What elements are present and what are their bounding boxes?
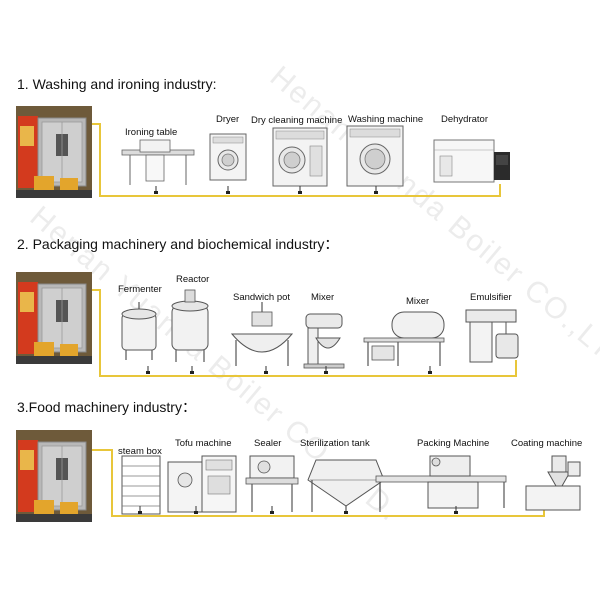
label-coating-machine: Coating machine	[511, 438, 583, 449]
label-emulsifier: Emulsifier	[470, 292, 512, 303]
ironing-table-drawing	[121, 139, 195, 185]
label-mixer-2: Mixer	[406, 296, 430, 307]
label-mixer-1: Mixer	[311, 292, 335, 303]
label-sealer: Sealer	[254, 438, 282, 449]
label-dehydrator: Dehydrator	[441, 114, 488, 125]
label-steam-box: steam box	[118, 446, 162, 457]
section-title-food: 3.Food machinery industry：	[17, 399, 196, 415]
label-washing-machine: Washing machine	[348, 114, 424, 125]
label-fermenter: Fermenter	[118, 284, 162, 295]
section-title-washing: 1. Washing and ironing industry:	[17, 76, 217, 92]
label-sandwich-pot: Sandwich pot	[233, 292, 291, 303]
label-dryer: Dryer	[216, 114, 240, 125]
label-ironing-table: Ironing table	[125, 127, 178, 138]
label-reactor: Reactor	[176, 274, 210, 285]
label-dry-cleaning-machine: Dry cleaning machine	[251, 115, 343, 126]
label-sterilization-tank: Sterilization tank	[300, 438, 370, 449]
section-title-packaging: 2. Packaging machinery and biochemical i…	[17, 236, 339, 252]
label-packing-machine: Packing Machine	[417, 438, 490, 449]
label-tofu-machine: Tofu machine	[175, 438, 232, 449]
